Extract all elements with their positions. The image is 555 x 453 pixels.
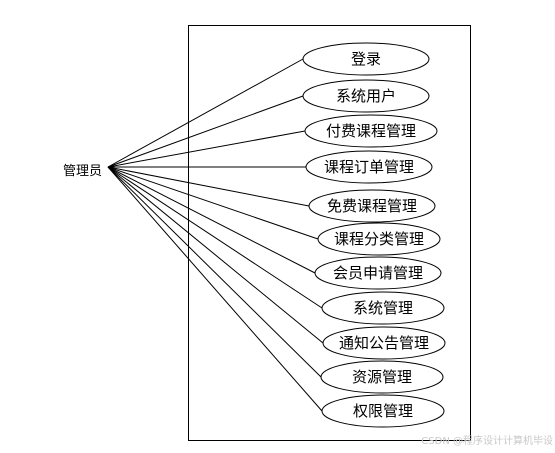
use-case-ellipse bbox=[305, 150, 433, 184]
use-case-label: 权限管理 bbox=[353, 402, 413, 420]
use-case-label: 课程分类管理 bbox=[334, 230, 424, 248]
use-case-ellipse bbox=[321, 291, 445, 325]
association-line bbox=[107, 166, 323, 309]
use-case: 课程订单管理 bbox=[305, 150, 433, 184]
use-case: 登录 bbox=[302, 42, 430, 76]
use-case: 通知公告管理 bbox=[322, 326, 446, 360]
use-case-ellipse bbox=[317, 222, 441, 256]
use-case-label: 会员申请管理 bbox=[333, 264, 423, 282]
use-case: 权限管理 bbox=[321, 394, 445, 428]
use-case: 资源管理 bbox=[320, 360, 444, 394]
use-case-ellipse bbox=[321, 394, 445, 428]
use-case: 课程分类管理 bbox=[317, 222, 441, 256]
use-case-label: 付费课程管理 bbox=[326, 122, 416, 140]
association-line bbox=[107, 166, 323, 412]
use-case-label: 课程订单管理 bbox=[324, 158, 414, 176]
use-case-ellipse bbox=[308, 189, 436, 223]
association-line bbox=[107, 95, 304, 168]
use-case: 付费课程管理 bbox=[304, 114, 438, 148]
use-case-group: 登录系统用户付费课程管理课程订单管理免费课程管理课程分类管理会员申请管理系统管理… bbox=[302, 42, 446, 428]
watermark: CSDN @程序设计计算机毕设 bbox=[421, 434, 553, 447]
actor-label: 管理员 bbox=[63, 164, 102, 179]
association-line bbox=[107, 58, 304, 168]
use-case-ellipse bbox=[302, 79, 430, 113]
association-line bbox=[107, 166, 322, 378]
association-line bbox=[107, 166, 319, 240]
association-line bbox=[107, 166, 310, 207]
use-case: 免费课程管理 bbox=[308, 189, 436, 223]
use-case-label: 系统用户 bbox=[336, 87, 396, 105]
use-case: 系统用户 bbox=[302, 79, 430, 113]
use-case-label: 通知公告管理 bbox=[339, 334, 429, 352]
use-case-label: 资源管理 bbox=[352, 368, 412, 386]
association-line bbox=[107, 166, 324, 344]
use-case-ellipse bbox=[320, 360, 444, 394]
association-line bbox=[107, 166, 316, 274]
use-case-ellipse bbox=[314, 256, 442, 290]
use-case-label: 登录 bbox=[351, 50, 381, 68]
use-case-ellipse bbox=[304, 114, 438, 148]
use-case: 系统管理 bbox=[321, 291, 445, 325]
use-case-label: 系统管理 bbox=[353, 299, 413, 317]
use-case-ellipse bbox=[322, 326, 446, 360]
use-case: 会员申请管理 bbox=[314, 256, 442, 290]
association-lines bbox=[107, 58, 324, 412]
use-case-ellipse bbox=[302, 42, 430, 76]
use-case-label: 免费课程管理 bbox=[327, 197, 417, 215]
association-line bbox=[107, 130, 306, 168]
